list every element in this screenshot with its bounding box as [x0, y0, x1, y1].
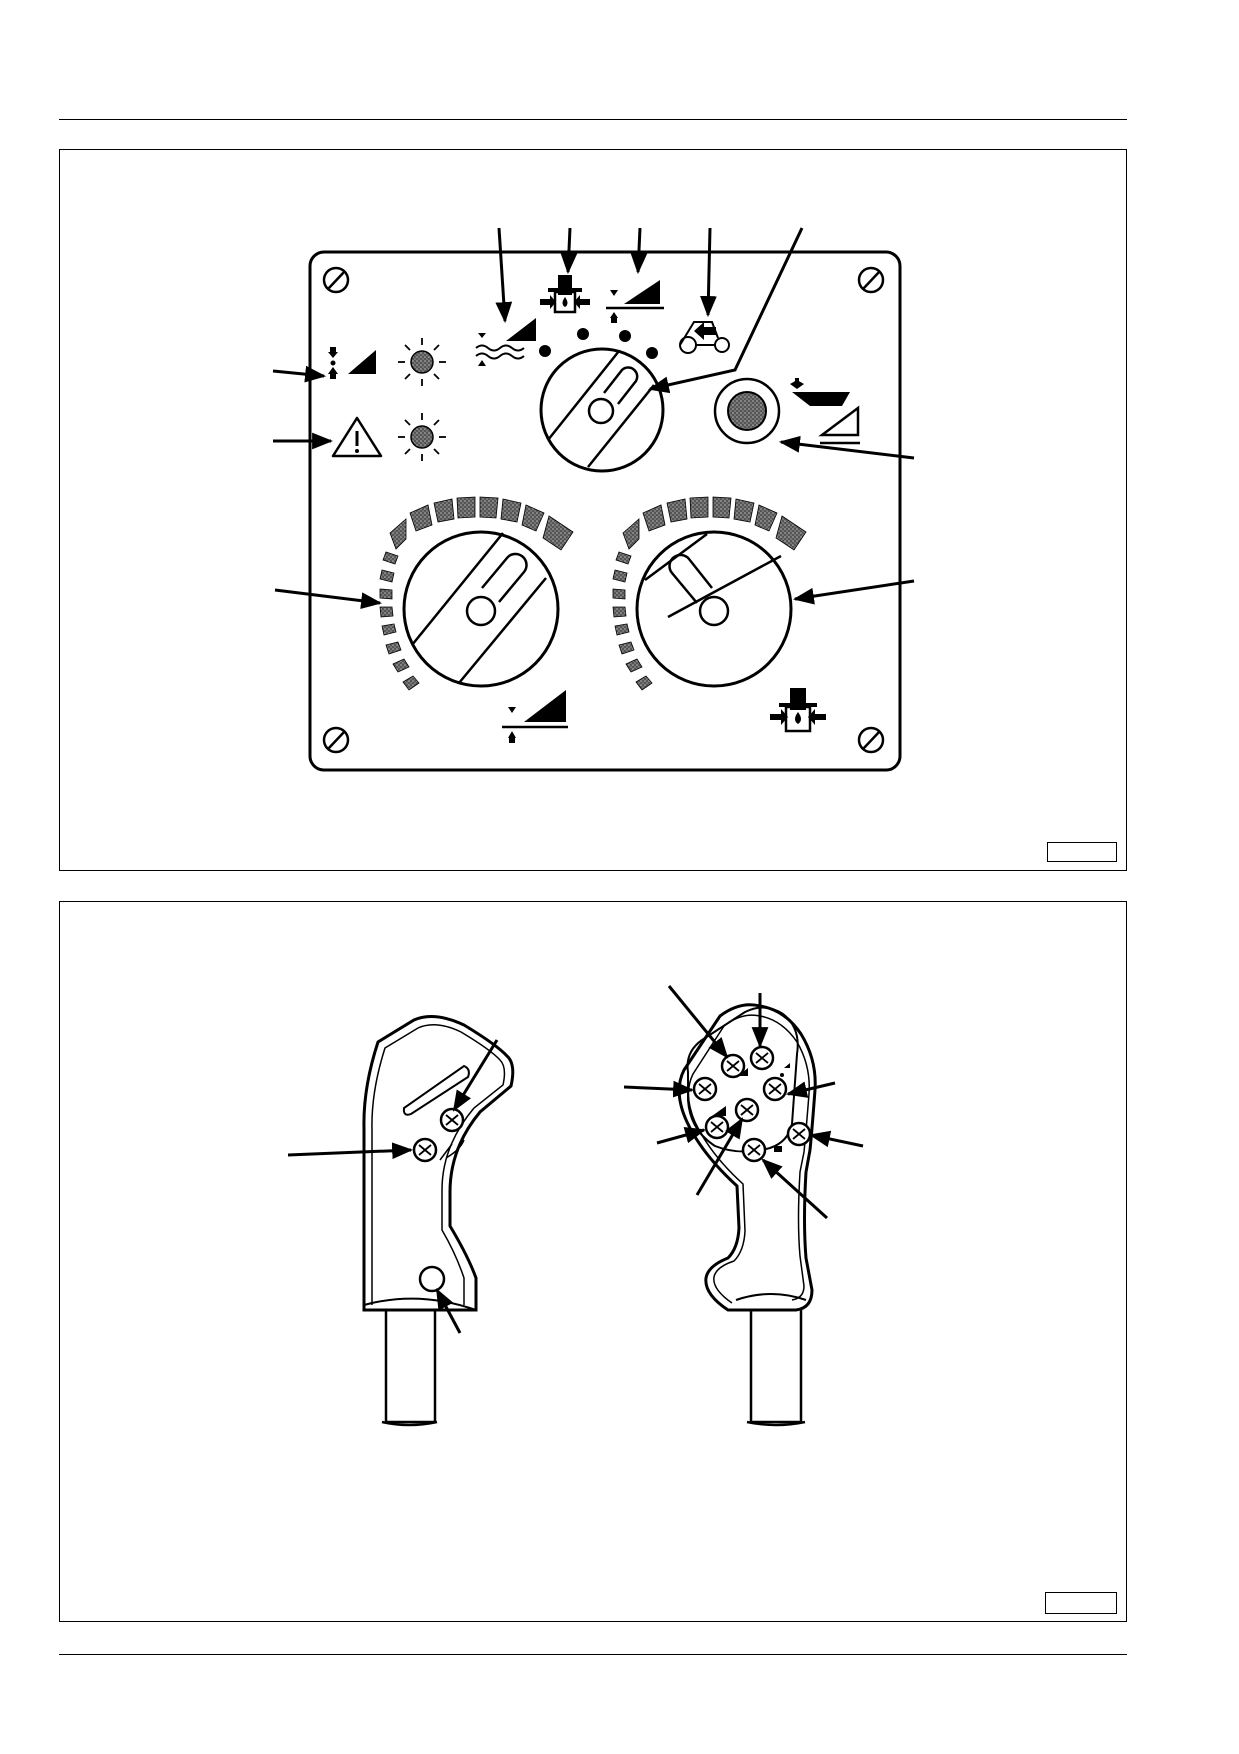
joystick-handle-front-view: [677, 1003, 817, 1427]
handle-shaft: [384, 1306, 437, 1424]
screw-icon: [857, 266, 885, 294]
quick-lift-symbol-icon: [790, 378, 860, 445]
pressure-control-symbol-icon: [540, 275, 590, 314]
screw-icon: [857, 726, 885, 754]
lift-indicator-lamp: [398, 338, 446, 386]
panel-plate: [308, 250, 902, 772]
handle-button[interactable]: [741, 1137, 767, 1163]
bottom-rule: [59, 1654, 1127, 1655]
left-dial-scale: [379, 496, 574, 691]
figure-reference-box: [1045, 1592, 1117, 1614]
handle-button[interactable]: [749, 1045, 775, 1071]
position-control-symbol-icon: [606, 280, 664, 323]
float-mode-symbol-icon: [475, 318, 536, 366]
warning-triangle-icon: [331, 416, 383, 458]
side-button[interactable]: [412, 1137, 438, 1163]
handle-button[interactable]: [734, 1097, 760, 1123]
position-control-symbol-icon: [502, 690, 568, 743]
screw-icon: [322, 266, 350, 294]
top-rule: [59, 119, 1127, 120]
joystick-handles: [287, 985, 864, 1427]
pressure-control-symbol-icon: [770, 688, 826, 733]
mode-position-dots: [539, 328, 658, 359]
control-panel: [272, 227, 915, 772]
handle-button[interactable]: [704, 1114, 730, 1140]
warning-indicator-lamp: [398, 413, 446, 461]
handle-button[interactable]: [786, 1121, 812, 1147]
mode-selector-knob[interactable]: [539, 347, 665, 473]
screw-icon: [322, 726, 350, 754]
button-symbols: [712, 1063, 790, 1152]
right-dial-scale: [612, 496, 807, 691]
handle-shaft: [749, 1306, 803, 1424]
figure-joystick-frame: [59, 901, 1127, 1622]
trigger-button[interactable]: [418, 1265, 446, 1293]
figure-control-panel-frame: [59, 149, 1127, 871]
callout-arrows: [287, 985, 864, 1334]
figure-reference-box: [1047, 842, 1117, 862]
position-control-dial[interactable]: [402, 530, 560, 688]
callout-arrows: [272, 227, 915, 610]
handle-button[interactable]: [762, 1076, 788, 1102]
lift-lower-symbol-icon: [328, 347, 376, 379]
transport-mode-symbol-icon: [679, 321, 730, 354]
draft-control-dial[interactable]: [635, 530, 793, 688]
quick-lift-button[interactable]: [713, 377, 781, 445]
handle-button[interactable]: [720, 1053, 746, 1079]
joystick-handle-side-view: [362, 1014, 515, 1427]
handle-button[interactable]: [692, 1076, 718, 1102]
side-button[interactable]: [439, 1107, 465, 1133]
